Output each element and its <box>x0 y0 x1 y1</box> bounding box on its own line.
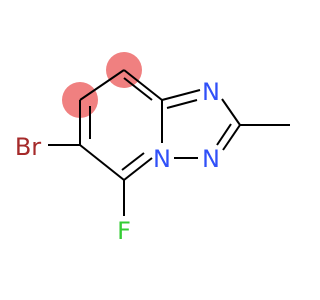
molecule-canvas: Br F N N N <box>14 52 290 245</box>
bond-c8-c7 <box>79 69 125 101</box>
bond-c5-n4-inner <box>121 152 145 171</box>
bond-c8a-n1-inner <box>166 99 198 109</box>
bond-c8a-n1 <box>161 89 201 101</box>
atom-br-label: Br <box>15 133 41 161</box>
molecule-structure: Br F N N N <box>15 52 290 245</box>
bond-c6-c5 <box>79 144 125 181</box>
bond-c2-n3-inner <box>216 123 232 146</box>
bond-n1-c2 <box>221 98 241 126</box>
atom-n3-label: N <box>202 145 220 173</box>
bond-layer <box>48 69 290 216</box>
atom-n1-label: N <box>202 78 220 106</box>
atom-n4-label: N <box>153 145 171 173</box>
atom-f-label: F <box>117 217 131 245</box>
bond-c5-n4 <box>123 157 153 181</box>
bond-c8a-c8 <box>123 69 163 101</box>
atom-labels: Br F N N N <box>15 78 220 245</box>
bond-c2-n3 <box>222 124 241 151</box>
bond-c8a-c8-inner <box>123 77 153 101</box>
